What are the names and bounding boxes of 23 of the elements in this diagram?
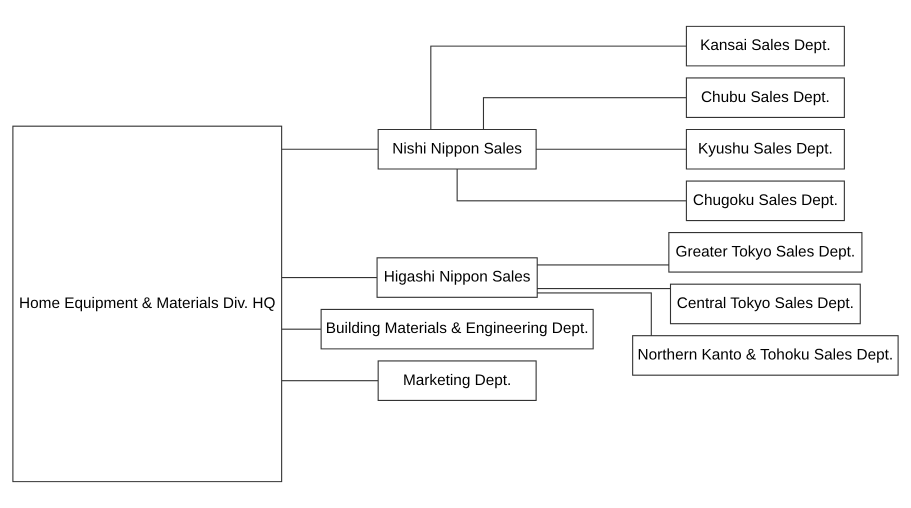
node-box: Northern Kanto & Tohoku Sales Dept. bbox=[632, 335, 899, 376]
node-box: Kansai Sales Dept. bbox=[686, 26, 845, 66]
node-box: Central Tokyo Sales Dept. bbox=[670, 284, 861, 324]
node-box: Greater Tokyo Sales Dept. bbox=[668, 232, 862, 273]
connector bbox=[537, 292, 652, 336]
connector bbox=[430, 46, 686, 130]
connector bbox=[536, 148, 686, 150]
connector bbox=[282, 148, 378, 150]
node-box: Home Equipment & Materials Div. HQ bbox=[12, 126, 282, 482]
node-box: Chugoku Sales Dept. bbox=[686, 180, 845, 222]
node-box: Marketing Dept. bbox=[378, 360, 537, 401]
connector bbox=[456, 169, 686, 202]
node-box: Chubu Sales Dept. bbox=[686, 77, 845, 118]
node-box: Kyushu Sales Dept. bbox=[686, 128, 845, 170]
connector bbox=[537, 264, 669, 266]
connector bbox=[482, 97, 686, 130]
connector bbox=[282, 380, 378, 382]
node-box: Nishi Nippon Sales bbox=[378, 128, 537, 170]
connector bbox=[282, 328, 321, 330]
node-box: Higashi Nippon Sales bbox=[376, 257, 538, 298]
node-box: Building Materials & Engineering Dept. bbox=[320, 308, 594, 350]
connector bbox=[282, 277, 377, 278]
connector bbox=[537, 288, 670, 290]
